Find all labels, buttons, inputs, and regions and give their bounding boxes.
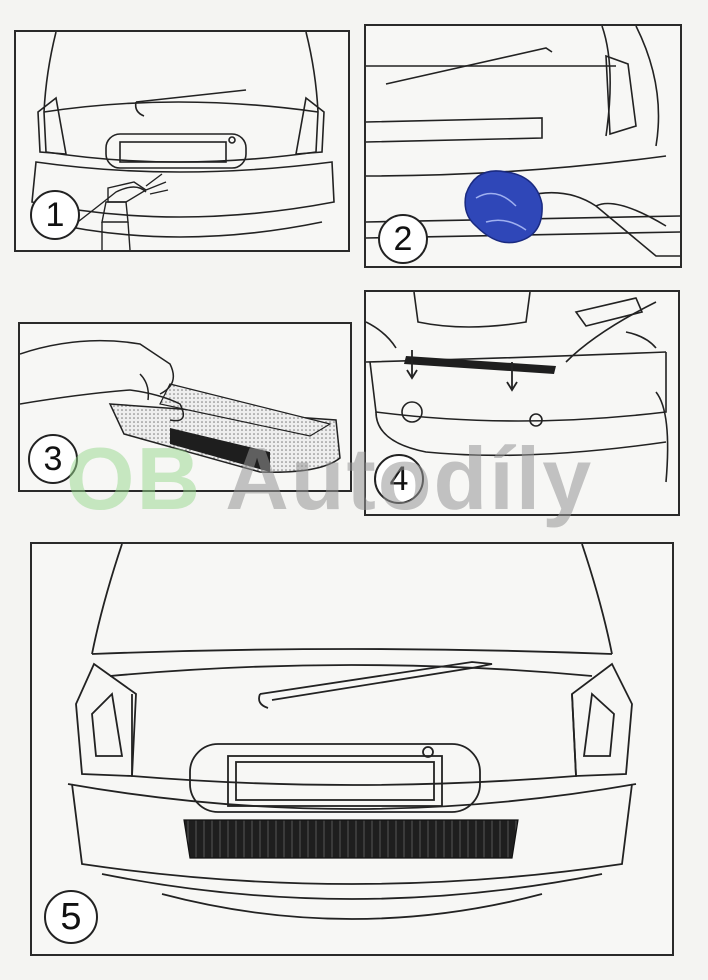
- mounted-trim-strip: [183, 819, 519, 859]
- step-1-number: 1: [30, 190, 80, 240]
- trim-strip: [404, 356, 556, 374]
- step-5-illustration: [67, 544, 637, 920]
- step-5-number: 5: [44, 890, 98, 944]
- step-4-panel: 4: [364, 290, 680, 516]
- step-5-panel: 5: [30, 542, 674, 956]
- step-1-illustration: [31, 32, 335, 250]
- cleaning-cloth: [464, 170, 543, 244]
- step-2-panel: 2: [364, 24, 682, 268]
- step-3-number: 3: [28, 434, 78, 484]
- step-3-panel: 3: [18, 322, 352, 492]
- step-1-panel: 1: [14, 30, 350, 252]
- spray-bottle: [69, 173, 169, 250]
- adhesive-strip: [170, 428, 270, 472]
- step-4-number: 4: [374, 454, 424, 504]
- step-2-number: 2: [378, 214, 428, 264]
- step-3-illustration: [20, 339, 341, 473]
- step-4-illustration: [366, 292, 669, 483]
